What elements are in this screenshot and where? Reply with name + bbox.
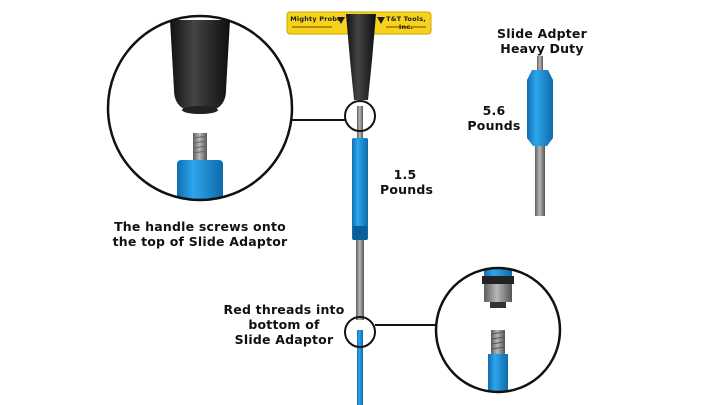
heavy-blue-body <box>527 70 553 146</box>
logo-icon <box>337 17 345 24</box>
o-ring <box>482 276 514 284</box>
callout-ring-bottom <box>344 316 376 348</box>
handle-grip <box>346 14 376 100</box>
handle-company: T&T Tools, Inc. <box>386 15 426 31</box>
blue-slide-body <box>352 138 368 240</box>
magnified-view-handle-joint <box>106 14 294 202</box>
red-probe-rod <box>357 330 363 405</box>
probe-handle <box>286 11 432 100</box>
handle-note-line-1: The handle screws onto <box>114 219 286 234</box>
red-thread-note: Red threads into bottom of Slide Adaptor <box>223 302 345 347</box>
standard-slide-adaptor <box>352 106 368 405</box>
callout-ring-top <box>344 100 376 132</box>
steel-shaft <box>356 240 364 320</box>
heavy-duty-weight: 5.6 Pounds <box>467 103 521 133</box>
standard-weight: 1.5 Pounds <box>380 167 434 197</box>
heavy-steel-shaft <box>535 146 545 216</box>
handle-note: The handle screws onto the top of Slide … <box>105 219 295 249</box>
blue-slide-body-zoom <box>177 160 223 200</box>
handle-note-line-2: the top of Slide Adaptor <box>112 234 288 249</box>
magnified-view-red-thread-joint <box>434 266 562 394</box>
handle-brand: Mighty Probe <box>290 15 342 23</box>
blue-rod-zoom <box>488 354 508 392</box>
logo-icon <box>377 17 385 24</box>
heavy-duty-title: Slide Adpter Heavy Duty <box>497 26 587 56</box>
heavy-duty-slide-adaptor <box>527 56 553 216</box>
handle-socket <box>170 20 230 112</box>
threaded-stud <box>357 106 363 142</box>
